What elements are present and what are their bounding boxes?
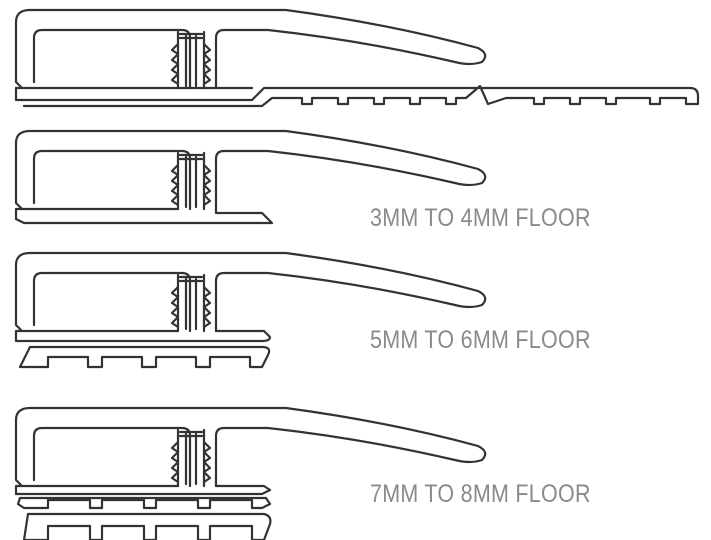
label-7mm-to-8mm-floor: 7MM TO 8MM FLOOR <box>370 480 591 508</box>
label-3mm-to-4mm-floor: 3MM TO 4MM FLOOR <box>370 204 591 232</box>
profile-2 <box>14 129 487 225</box>
label-5mm-to-6mm-floor: 5MM TO 6MM FLOOR <box>370 326 591 354</box>
profile-3 <box>14 251 487 369</box>
profile-1 <box>14 8 700 108</box>
profile-4 <box>14 406 487 540</box>
